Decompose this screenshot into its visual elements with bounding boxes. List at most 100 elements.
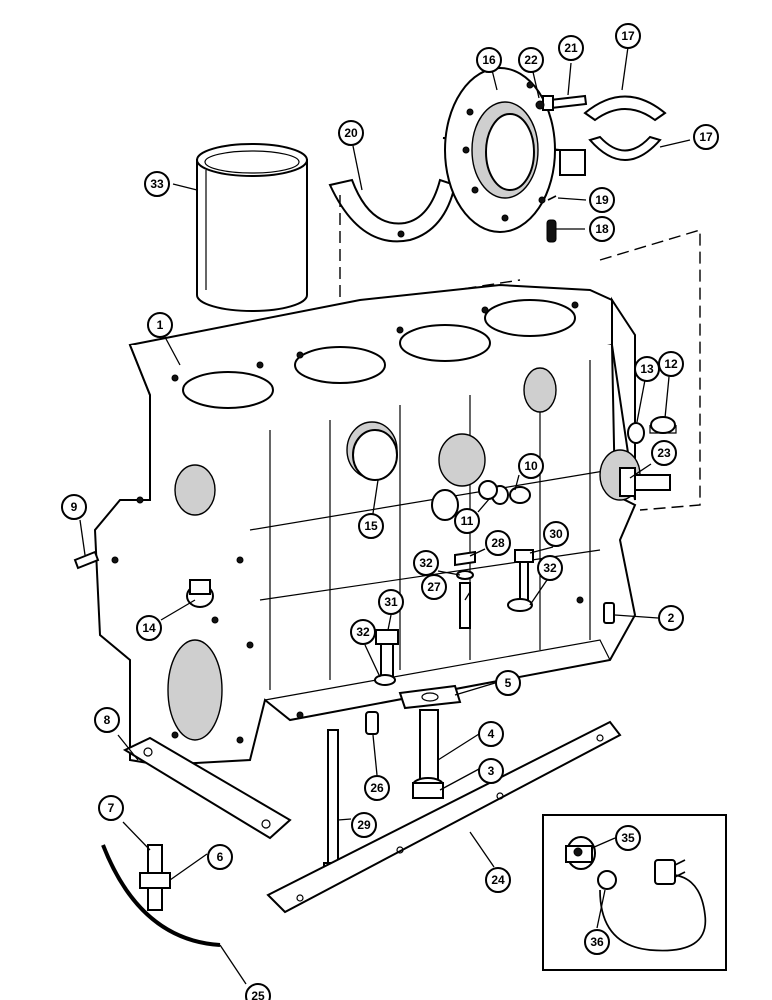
bolt-21 <box>542 94 588 111</box>
callout-label: 26 <box>370 781 384 795</box>
callout-11: 11 <box>454 508 480 534</box>
callout-label: 2 <box>668 611 675 625</box>
callout-label: 16 <box>482 53 496 67</box>
callout-label: 15 <box>364 519 378 533</box>
callout-25: 25 <box>245 983 271 1000</box>
callout-label: 29 <box>357 818 371 832</box>
leader-lines <box>79 46 691 985</box>
nut-6 <box>139 872 171 889</box>
callout-4: 4 <box>478 721 504 747</box>
callout-12: 12 <box>658 351 684 377</box>
callout-32-mid: 32 <box>413 550 439 576</box>
washer-13 <box>627 422 645 444</box>
washer-3 <box>412 777 444 799</box>
tube-25 <box>101 844 221 947</box>
callout-label: 11 <box>461 514 474 528</box>
callout-32-right: 32 <box>537 555 563 581</box>
gasket-8 <box>122 736 292 840</box>
callout-label: 32 <box>419 556 433 570</box>
callout-9: 9 <box>61 494 87 520</box>
half-bearing-upper <box>583 95 667 122</box>
bolt-30 <box>514 549 534 601</box>
callout-16: 16 <box>476 47 502 73</box>
callout-label: 22 <box>524 53 538 67</box>
callout-label: 28 <box>491 536 505 550</box>
callout-label: 12 <box>664 357 678 371</box>
plug-12 <box>649 416 677 434</box>
callout-label: 9 <box>71 500 78 514</box>
callout-label: 23 <box>657 446 671 460</box>
callout-label: 17 <box>621 29 635 43</box>
blanking-plug-15 <box>352 429 398 481</box>
stud-27 <box>459 582 471 629</box>
callout-label: 18 <box>595 222 609 236</box>
callout-label: 3 <box>488 764 495 778</box>
washer-32b <box>374 674 396 686</box>
fitting-10 <box>509 486 531 504</box>
callout-19: 19 <box>589 187 615 213</box>
callout-label: 30 <box>549 527 563 541</box>
heater-element-35 <box>565 836 596 870</box>
callout-13: 13 <box>634 356 660 382</box>
washer-22 <box>535 100 545 110</box>
stud-29 <box>323 729 345 878</box>
callout-7: 7 <box>98 795 124 821</box>
callout-30: 30 <box>543 521 569 547</box>
callout-35: 35 <box>615 825 641 851</box>
callout-27: 27 <box>421 574 447 600</box>
callout-28: 28 <box>485 530 511 556</box>
callout-label: 32 <box>356 625 370 639</box>
callout-17-upper: 17 <box>615 23 641 49</box>
bolt-31 <box>375 629 399 681</box>
callout-26: 26 <box>364 775 390 801</box>
washer-11 <box>478 480 509 505</box>
callout-label: 35 <box>621 831 635 845</box>
callout-5: 5 <box>495 670 521 696</box>
callout-23: 23 <box>651 440 677 466</box>
callout-17-lower: 17 <box>693 124 719 150</box>
callout-label: 32 <box>543 561 557 575</box>
callout-29: 29 <box>351 812 377 838</box>
bolt-4 <box>419 709 439 781</box>
callout-3: 3 <box>478 758 504 784</box>
gasket-5 <box>398 684 462 710</box>
callout-8: 8 <box>94 707 120 733</box>
callout-14: 14 <box>136 615 162 641</box>
callout-label: 14 <box>142 621 156 635</box>
callout-6: 6 <box>207 844 233 870</box>
callout-label: 33 <box>150 177 164 191</box>
callout-label: 6 <box>217 850 224 864</box>
dowel-26 <box>365 711 379 735</box>
cylinder-liner <box>196 143 308 312</box>
callout-label: 8 <box>104 713 111 727</box>
washer-32c <box>507 598 533 612</box>
callout-21: 21 <box>558 35 584 61</box>
callout-10: 10 <box>518 453 544 479</box>
callout-label: 25 <box>251 989 265 1000</box>
callout-22: 22 <box>518 47 544 73</box>
callout-36: 36 <box>584 929 610 955</box>
callout-label: 19 <box>595 193 609 207</box>
callout-label: 21 <box>564 41 578 55</box>
dowel-18 <box>546 219 557 243</box>
callout-label: 10 <box>524 459 538 473</box>
dowel-2 <box>603 602 615 624</box>
callout-31: 31 <box>378 589 404 615</box>
callout-18: 18 <box>589 216 615 242</box>
power-cord-36 <box>597 859 707 952</box>
callout-label: 27 <box>427 580 441 594</box>
callout-label: 20 <box>344 126 358 140</box>
callout-label: 17 <box>699 130 713 144</box>
rear-seal-housing <box>442 67 586 233</box>
callout-2: 2 <box>658 605 684 631</box>
fitting-23 <box>619 467 671 497</box>
callout-label: 24 <box>491 873 505 887</box>
callout-33: 33 <box>144 171 170 197</box>
pin-9 <box>73 550 100 570</box>
thrust-washer-lower <box>328 178 457 243</box>
callout-label: 31 <box>384 595 398 609</box>
callout-label: 1 <box>157 318 164 332</box>
callout-15: 15 <box>358 513 384 539</box>
callout-1: 1 <box>147 312 173 338</box>
